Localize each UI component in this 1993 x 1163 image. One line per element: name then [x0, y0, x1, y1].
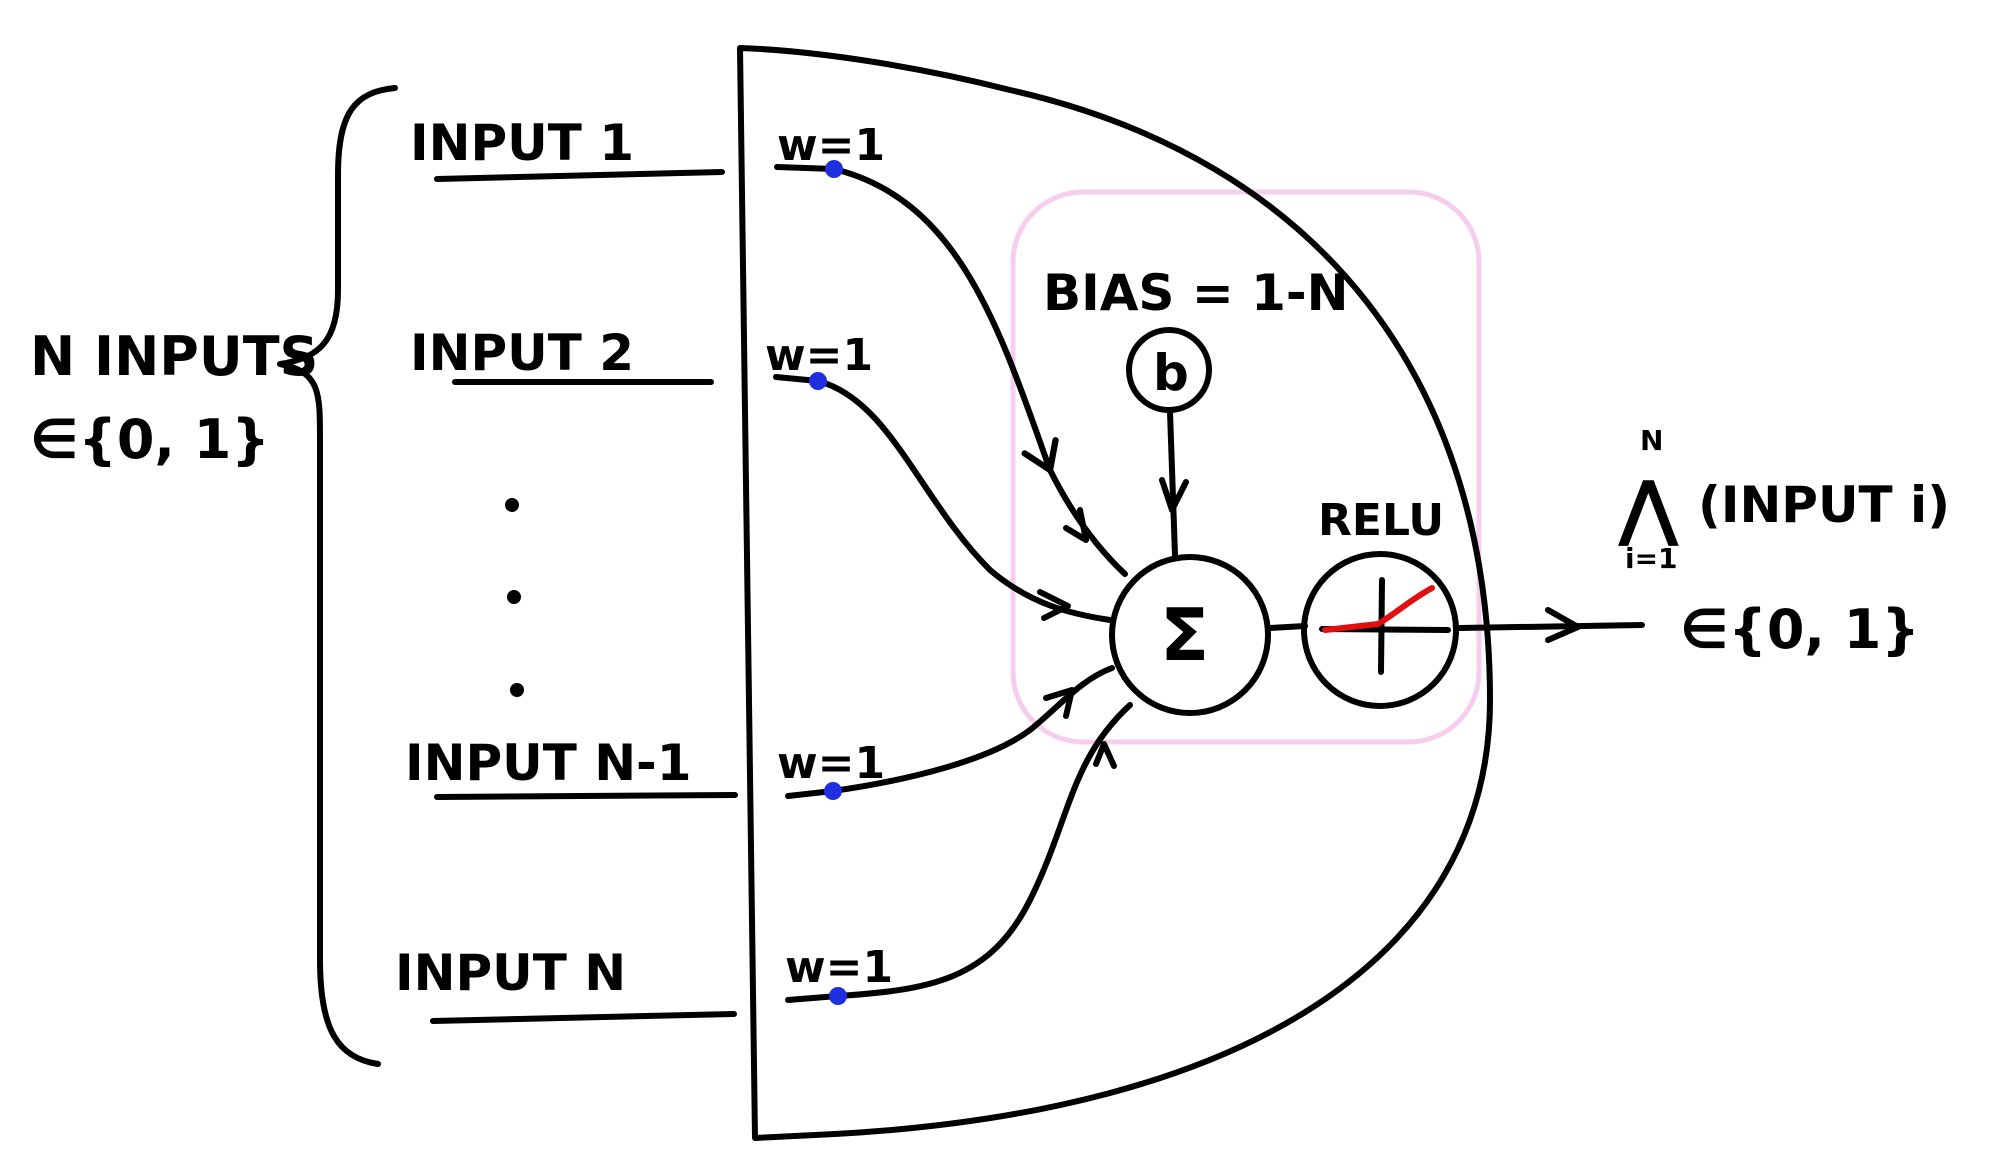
weight-dot-n-minus-1: [824, 782, 842, 800]
connection-1-arrow: [1063, 507, 1089, 543]
sum-node: [1109, 554, 1271, 716]
sum-to-relu-line: [1267, 623, 1308, 631]
relu-node: [1301, 551, 1459, 709]
sum-symbol: Σ: [1160, 593, 1209, 677]
input-label-2: INPUT 2: [410, 324, 634, 382]
connection-2-arrow: [1037, 589, 1071, 621]
weight-label-n-minus-1: w=1: [777, 738, 885, 789]
connection-n-minus-1-arrow: [1043, 687, 1075, 719]
output-line: [1457, 622, 1645, 631]
output-upper-bound: N: [1640, 424, 1663, 457]
output-range: ∈{0, 1}: [1680, 598, 1920, 661]
weight-label-n: w=1: [785, 942, 893, 993]
weight-label-2: w=1: [765, 330, 873, 381]
input-line-n: [430, 1011, 737, 1024]
weight-dot-2: [809, 372, 827, 390]
weight-dot-1: [825, 160, 843, 178]
group-label-line2: ∈{0, 1}: [30, 408, 270, 471]
connection-n: [835, 702, 1133, 999]
bias-connector: [1167, 409, 1178, 558]
connection-1: [831, 166, 1128, 577]
connection-n-arrow: [1093, 741, 1117, 769]
weight-dot-n: [829, 987, 847, 1005]
input-label-1: INPUT 1: [410, 114, 634, 172]
bias-symbol: b: [1153, 344, 1189, 402]
relu-axis-vertical: [1378, 577, 1385, 675]
ellipsis-dot: [505, 498, 519, 512]
ellipsis-dot: [507, 590, 521, 604]
relu-label: RELU: [1318, 495, 1444, 546]
group-label-line1: N INPUTS: [30, 325, 318, 388]
output-lower-bound: i=1: [1625, 542, 1678, 575]
output-operator: ⋀: [1618, 465, 1679, 549]
ellipsis-dot: [510, 683, 524, 697]
input-line-1: [434, 169, 725, 182]
input-line-n-minus-1: [434, 792, 738, 800]
curly-brace: [277, 85, 398, 1067]
neuron-body-outline: [737, 45, 1493, 1141]
output-expression: (INPUT i): [1698, 476, 1950, 534]
input-label-n-minus-1: INPUT N-1: [405, 734, 692, 792]
bias-label: BIAS = 1-N: [1043, 264, 1349, 322]
weight-label-1: w=1: [777, 120, 885, 171]
relu-curve: [1322, 585, 1435, 633]
bias-arrow: [1159, 477, 1189, 513]
weight-line-1: [774, 164, 837, 172]
connection-n-minus-1: [830, 665, 1115, 794]
input-label-n: INPUT N: [395, 944, 626, 1002]
output-arrow: [1545, 607, 1581, 643]
